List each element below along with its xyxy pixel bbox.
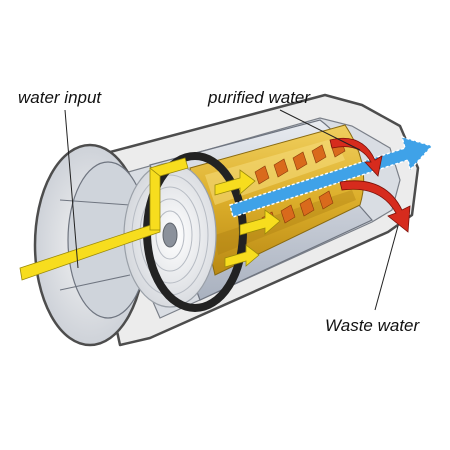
callout-lines xyxy=(64,109,399,311)
purified-water-callout xyxy=(279,109,361,151)
waste-water-callout xyxy=(374,225,399,311)
yellow-arrow xyxy=(19,157,281,281)
permeate-channels-upper xyxy=(254,138,346,185)
water-input-callout xyxy=(64,109,79,269)
water-input-label: water input xyxy=(18,88,102,107)
red-arrow xyxy=(329,137,411,233)
waste-water-label: Waste water xyxy=(325,316,421,335)
purified-water-label: purified water xyxy=(207,88,311,107)
